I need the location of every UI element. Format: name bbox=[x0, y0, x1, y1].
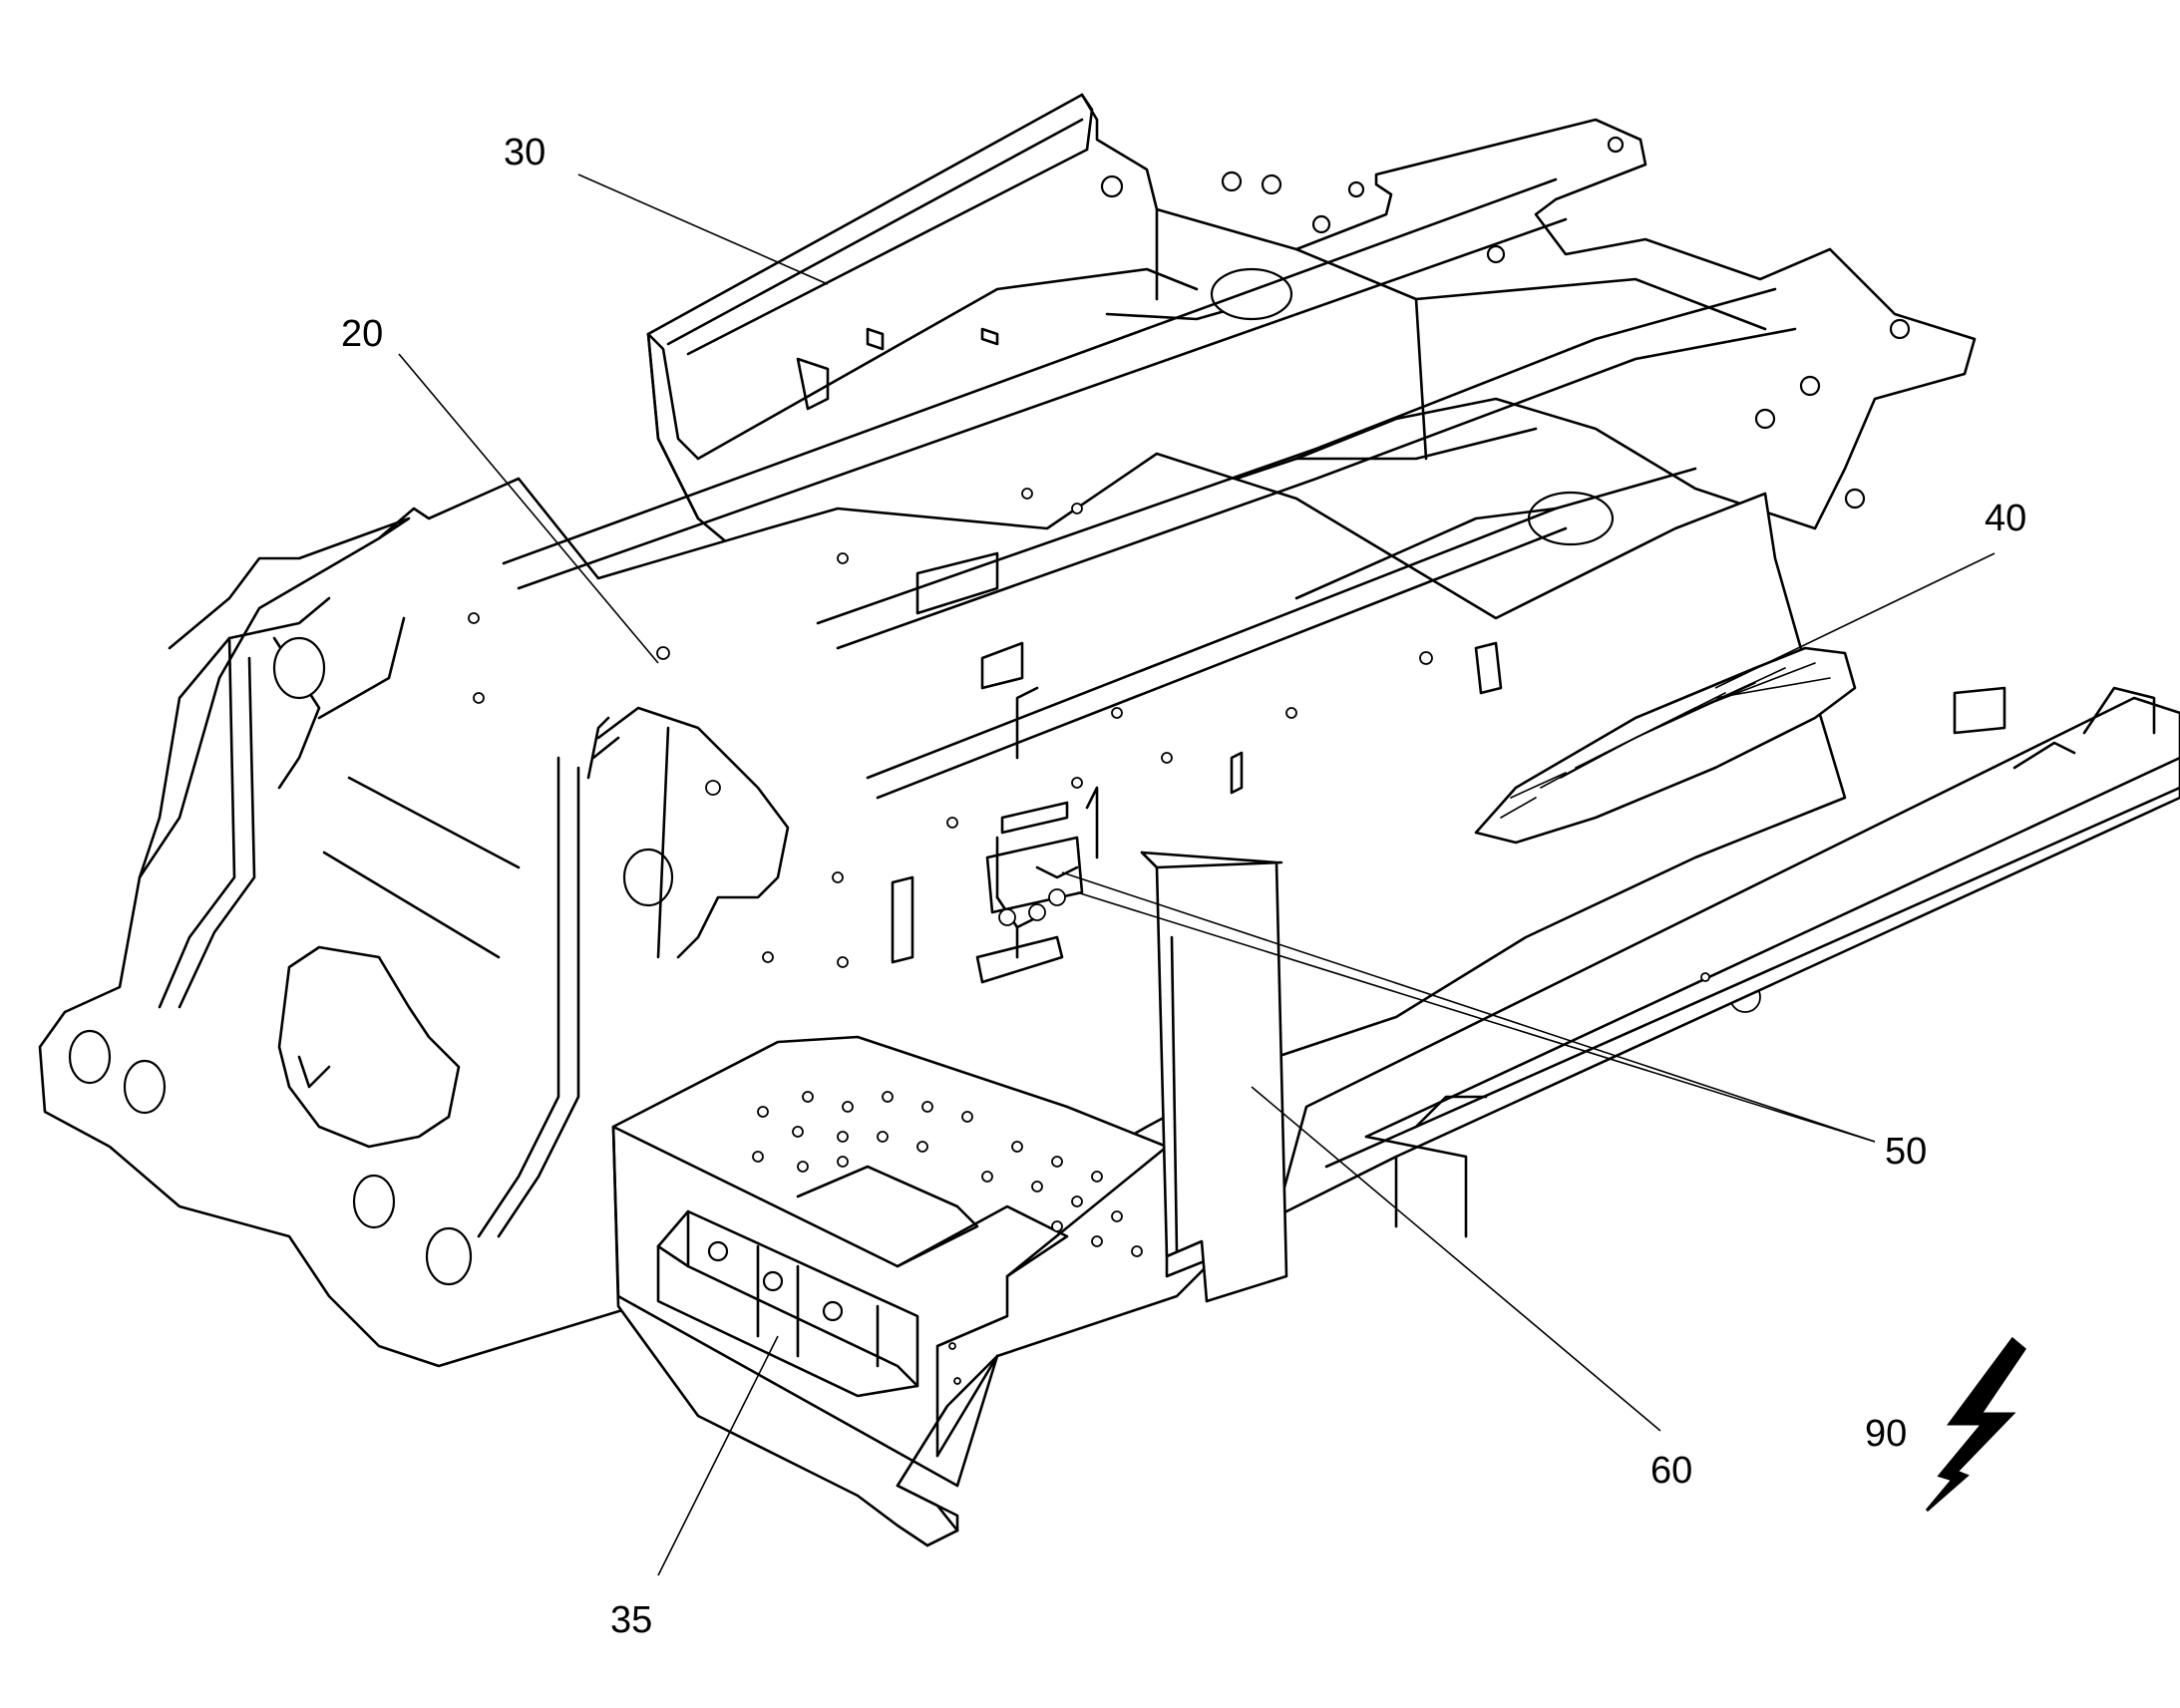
label-35: 35 bbox=[610, 1599, 652, 1641]
lightning-arrow-icon bbox=[1925, 1336, 2027, 1513]
front-platform bbox=[611, 1035, 1219, 1547]
platform-holes bbox=[752, 1091, 1143, 1257]
leader-40 bbox=[1714, 552, 1996, 689]
leader-50 bbox=[1076, 891, 1876, 1143]
leader-30 bbox=[577, 173, 829, 285]
reference-numerals: 30 20 40 50 60 35 90 bbox=[341, 132, 2026, 1641]
label-30: 30 bbox=[504, 132, 545, 173]
leader-20 bbox=[398, 353, 659, 664]
leader-50b bbox=[1061, 871, 1876, 1143]
label-90: 90 bbox=[1865, 1413, 1907, 1455]
step-bracket-part-35 bbox=[656, 1209, 961, 1398]
leader-35 bbox=[657, 1335, 779, 1576]
label-40: 40 bbox=[1985, 498, 2026, 539]
label-60: 60 bbox=[1650, 1450, 1692, 1492]
leader-lines bbox=[398, 173, 1996, 1576]
vertical-panel-part-60 bbox=[1140, 851, 1288, 1303]
label-50: 50 bbox=[1885, 1131, 1927, 1173]
valve-block-part-50 bbox=[975, 786, 1099, 984]
main-frame-part-20 bbox=[38, 177, 2006, 1368]
rear-frame-part-30 bbox=[646, 93, 1977, 638]
label-20: 20 bbox=[341, 313, 383, 355]
leader-60 bbox=[1251, 1086, 1661, 1432]
